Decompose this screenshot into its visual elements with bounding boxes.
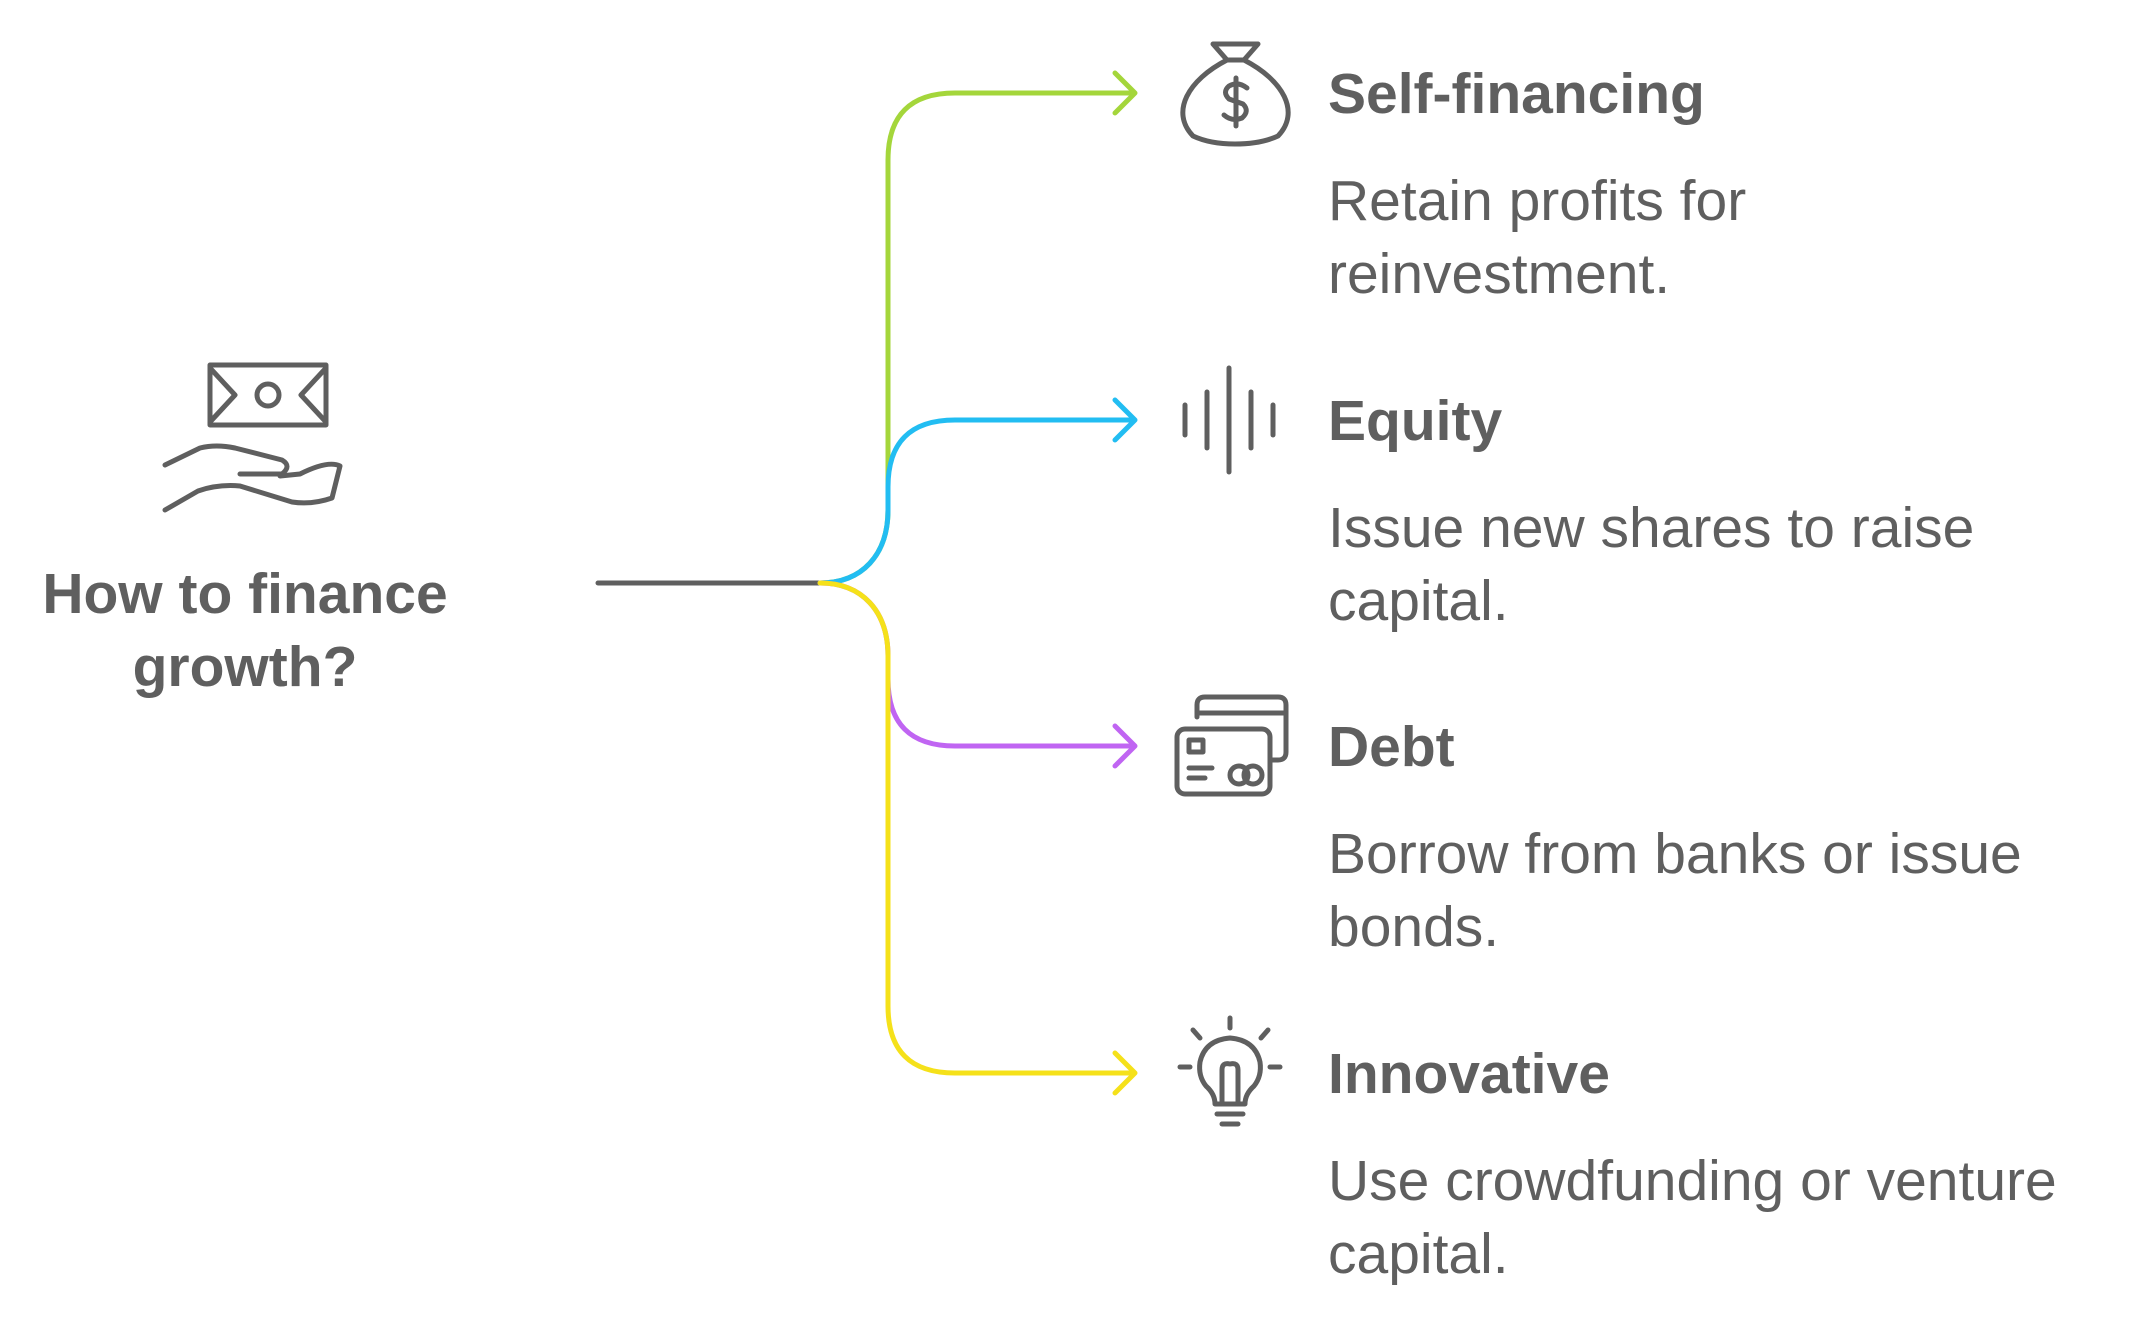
connector-innovative: [817, 580, 1136, 1076]
branch-desc-self-financing: Retain profits for reinvestment.: [1328, 165, 2128, 311]
desc-line: capital.: [1328, 1222, 1509, 1286]
arrowhead-self-financing: [1112, 70, 1138, 116]
desc-line: reinvestment.: [1328, 242, 1671, 306]
connector-self-financing: [817, 90, 1136, 586]
desc-line: bonds.: [1328, 895, 1500, 959]
connector-debt: [817, 580, 1136, 749]
branch-title-debt: Debt: [1328, 715, 1455, 779]
desc-line: Borrow from banks or issue: [1328, 822, 2022, 886]
branch-title-innovative: Innovative: [1328, 1042, 1610, 1106]
desc-line: Issue new shares to raise: [1328, 496, 1975, 560]
sound-bars-icon: [1182, 365, 1276, 475]
root-title-line1: How to finance: [42, 562, 448, 626]
arrowhead-debt: [1112, 723, 1138, 769]
money-hand-icon: [162, 362, 343, 513]
desc-line: capital.: [1328, 569, 1509, 633]
branch-title-equity: Equity: [1328, 389, 1503, 453]
lightbulb-icon: [1177, 1015, 1283, 1127]
arrowhead-equity: [1112, 397, 1138, 443]
branch-title-self-financing: Self-financing: [1328, 62, 1705, 126]
root-question: How to finance growth?: [20, 558, 470, 704]
branch-desc-innovative: Use crowdfunding or venture capital.: [1328, 1145, 2128, 1291]
branch-desc-equity: Issue new shares to raise capital.: [1328, 492, 2128, 638]
branch-desc-debt: Borrow from banks or issue bonds.: [1328, 818, 2128, 964]
root-title-line2: growth?: [132, 635, 358, 699]
credit-cards-icon: [1174, 694, 1289, 797]
connector-equity: [817, 417, 1136, 586]
arrowhead-innovative: [1112, 1050, 1138, 1096]
desc-line: Use crowdfunding or venture: [1328, 1149, 2057, 1213]
money-bag-icon: [1180, 41, 1291, 147]
desc-line: Retain profits for: [1328, 169, 1747, 233]
